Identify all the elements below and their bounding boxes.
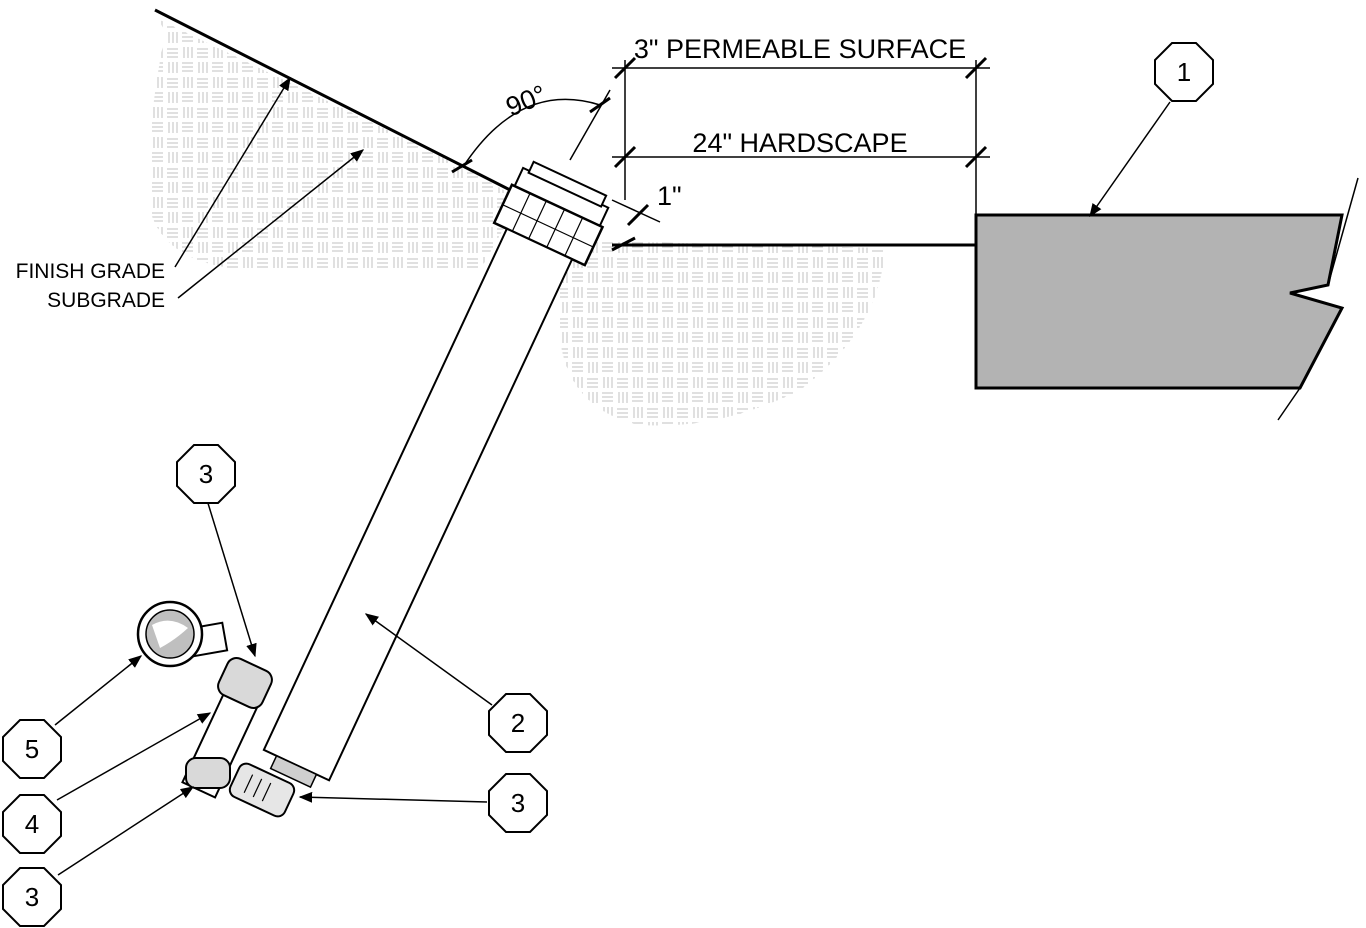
callout-leaders <box>54 101 1171 876</box>
angle-label: 90° <box>502 79 551 122</box>
angle-indicator <box>451 89 611 174</box>
subgrade-note: SUBGRADE <box>47 289 165 312</box>
break-line-top <box>1327 177 1359 286</box>
callout-3-top: 3 <box>176 444 236 504</box>
grade-leaders <box>174 76 365 299</box>
subgrade-soil <box>149 20 885 426</box>
hardscape-label: 24" HARDSCAPE <box>692 128 907 158</box>
callout-3-right: 3 <box>488 773 548 833</box>
finish-grade-line <box>154 8 511 192</box>
sprinkler-body <box>262 160 610 789</box>
swing-joint-assembly <box>136 600 296 818</box>
offset-label: 1" <box>657 181 682 211</box>
permeable-surface-label: 3" PERMEABLE SURFACE <box>634 34 966 64</box>
callout-5: 5 <box>2 719 62 779</box>
svg-text:3: 3 <box>199 459 213 489</box>
callout-4: 4 <box>2 794 62 854</box>
svg-text:3: 3 <box>511 788 525 818</box>
dimension-hardscape <box>612 145 990 169</box>
svg-text:4: 4 <box>25 809 39 839</box>
svg-text:2: 2 <box>511 708 525 738</box>
finish-grade-note: FINISH GRADE <box>16 260 165 283</box>
break-line-bottom <box>1277 387 1301 421</box>
svg-text:1: 1 <box>1177 57 1191 87</box>
dimension-permeable-surface <box>612 56 990 215</box>
svg-text:5: 5 <box>25 734 39 764</box>
hardscape-slab <box>974 213 1345 390</box>
callout-2: 2 <box>488 693 548 753</box>
callout-3-bottom: 3 <box>2 867 62 927</box>
callout-1: 1 <box>1154 42 1214 102</box>
dimension-offset <box>611 199 661 252</box>
svg-text:3: 3 <box>25 882 39 912</box>
